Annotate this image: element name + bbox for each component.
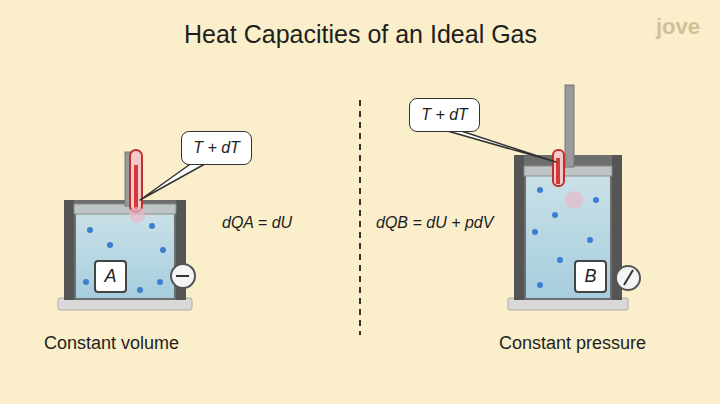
cylinder-tag: B [574, 260, 607, 293]
cylinder-tag: A [94, 260, 127, 293]
callout-bubble: T + dT [181, 131, 252, 165]
cylinder-a [58, 150, 195, 310]
title: Heat Capacities of an Ideal Gas [184, 20, 537, 49]
cylinder-b [508, 85, 640, 310]
divider-line [359, 100, 361, 335]
equation: dQB = dU + pdV [376, 214, 493, 232]
temperature-label: T + dT [193, 139, 240, 157]
cylinder-label: B [584, 266, 596, 287]
caption-label: Constant pressure [499, 333, 646, 354]
caption-label: Constant volume [44, 333, 179, 354]
equation: dQA = dU [222, 214, 292, 232]
callout-bubble: T + dT [409, 98, 480, 132]
pressure-gauge [171, 264, 195, 288]
temperature-label: T + dT [421, 106, 468, 124]
cylinder-label: A [104, 266, 116, 287]
callout-tail [140, 160, 212, 200]
pressure-gauge [616, 266, 640, 290]
watermark: jove [656, 14, 700, 40]
